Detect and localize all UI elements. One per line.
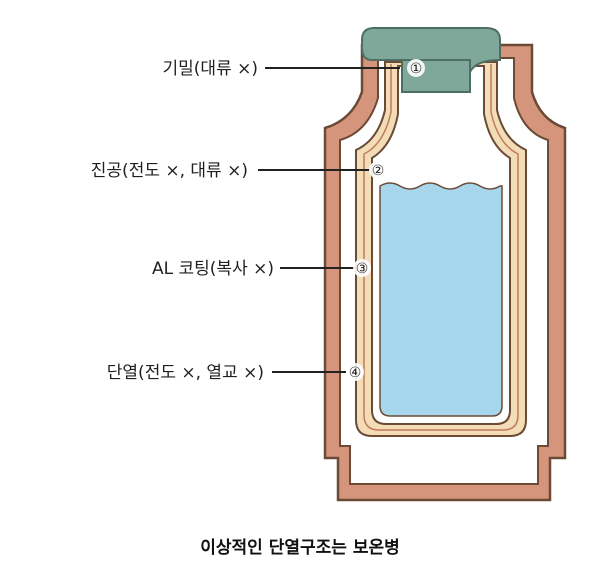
callout-label-2: 진공(전도 ×, 대류 ×) bbox=[91, 161, 248, 181]
callout-number-2: ② bbox=[372, 163, 385, 179]
callout-label-4: 단열(전도 ×, 열교 ×) bbox=[107, 363, 264, 383]
diagram-caption: 이상적인 단열구조는 보온병 bbox=[200, 538, 400, 558]
callout-marker-2-bg bbox=[369, 161, 387, 179]
callout-label-1: 기밀(대류 ×) bbox=[163, 59, 258, 79]
callout-marker-3-bg bbox=[353, 259, 371, 277]
water bbox=[379, 182, 503, 417]
callout-number-3: ③ bbox=[356, 261, 369, 277]
callout-marker-4-bg bbox=[346, 363, 364, 381]
callout-marker-1-bg bbox=[407, 59, 425, 77]
layer-line-1 bbox=[363, 64, 519, 431]
callout-label-3: AL 코팅(복사 ×) bbox=[152, 259, 274, 279]
callout-number-1: ① bbox=[410, 61, 423, 77]
callout-number-4: ④ bbox=[349, 365, 362, 381]
